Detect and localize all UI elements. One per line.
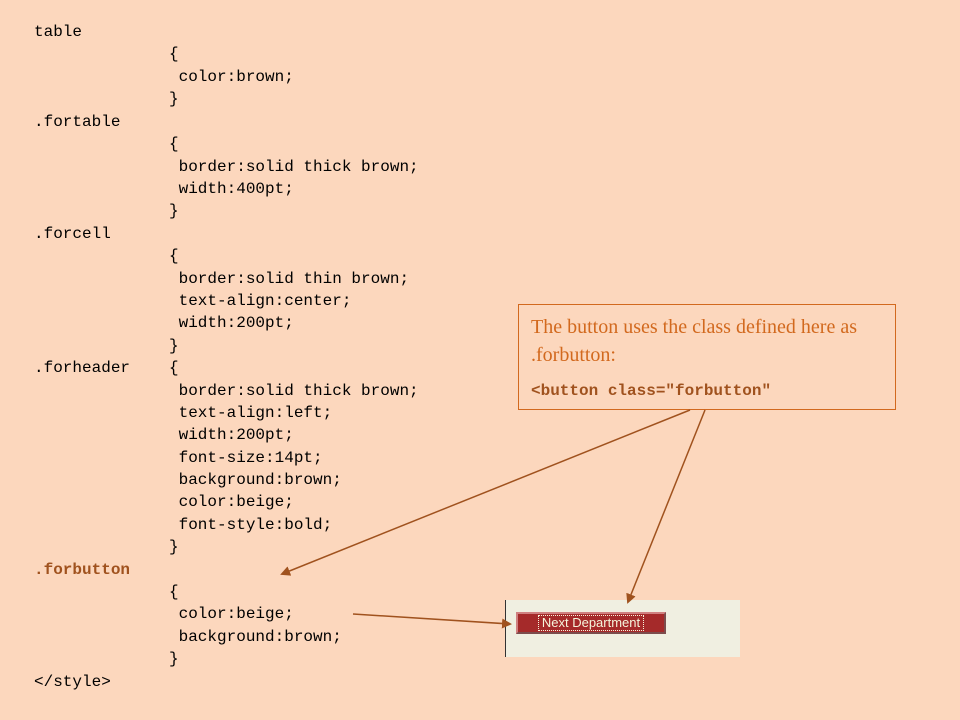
callout-code: <button class="forbutton" [531,382,772,400]
code-line-color-brown: color:brown; [169,68,294,86]
code-line-table: table [34,23,83,41]
code-line-forheader: .forheader [34,359,131,377]
code-line-width-200: width:200pt; [169,314,294,332]
code-line-open-brace: { [169,247,179,265]
code-line-open-brace: { [169,359,179,377]
code-line-close-brace: } [169,538,179,556]
code-line-open-brace: { [169,135,179,153]
code-line-forbutton: .forbutton [34,561,131,579]
code-line-forcell: .forcell [34,225,111,243]
code-line-open-brace: { [169,45,179,63]
code-line-border-thick: border:solid thick brown; [169,158,419,176]
arrow-to-rendered-button [626,409,706,604]
code-line-text-align-center: text-align:center; [169,292,352,310]
code-line-background-brown: background:brown; [169,471,342,489]
code-line-close-brace: } [169,337,179,355]
code-line-close-brace: } [169,202,179,220]
code-line-font-size: font-size:14pt; [169,449,323,467]
code-line-border-thin: border:solid thin brown; [169,270,410,288]
code-line-text-align-left: text-align:left; [169,404,333,422]
button-preview-panel: Next Department [505,600,740,657]
code-line-close-brace: } [169,90,179,108]
code-line-font-style: font-style:bold; [169,516,333,534]
callout-text: The button uses the class defined here a… [531,316,858,366]
code-line-color-beige: color:beige; [169,493,294,511]
code-line-open-brace: { [169,583,179,601]
code-line-fortable: .fortable [34,113,121,131]
code-line-color-beige: color:beige; [169,605,294,623]
code-line-width-400: width:400pt; [169,180,294,198]
next-department-button[interactable]: Next Department [516,612,666,634]
code-line-style-close: </style> [34,673,111,691]
arrow-from-color-beige [352,613,512,629]
next-department-button-label: Next Department [537,615,645,631]
arrow-to-forbutton-class [280,409,691,576]
code-line-background-brown: background:brown; [169,628,342,646]
code-line-width-200: width:200pt; [169,426,294,444]
code-line-close-brace: } [169,650,179,668]
code-line-border-thick: border:solid thick brown; [169,382,419,400]
annotation-callout: The button uses the class defined here a… [518,304,896,410]
